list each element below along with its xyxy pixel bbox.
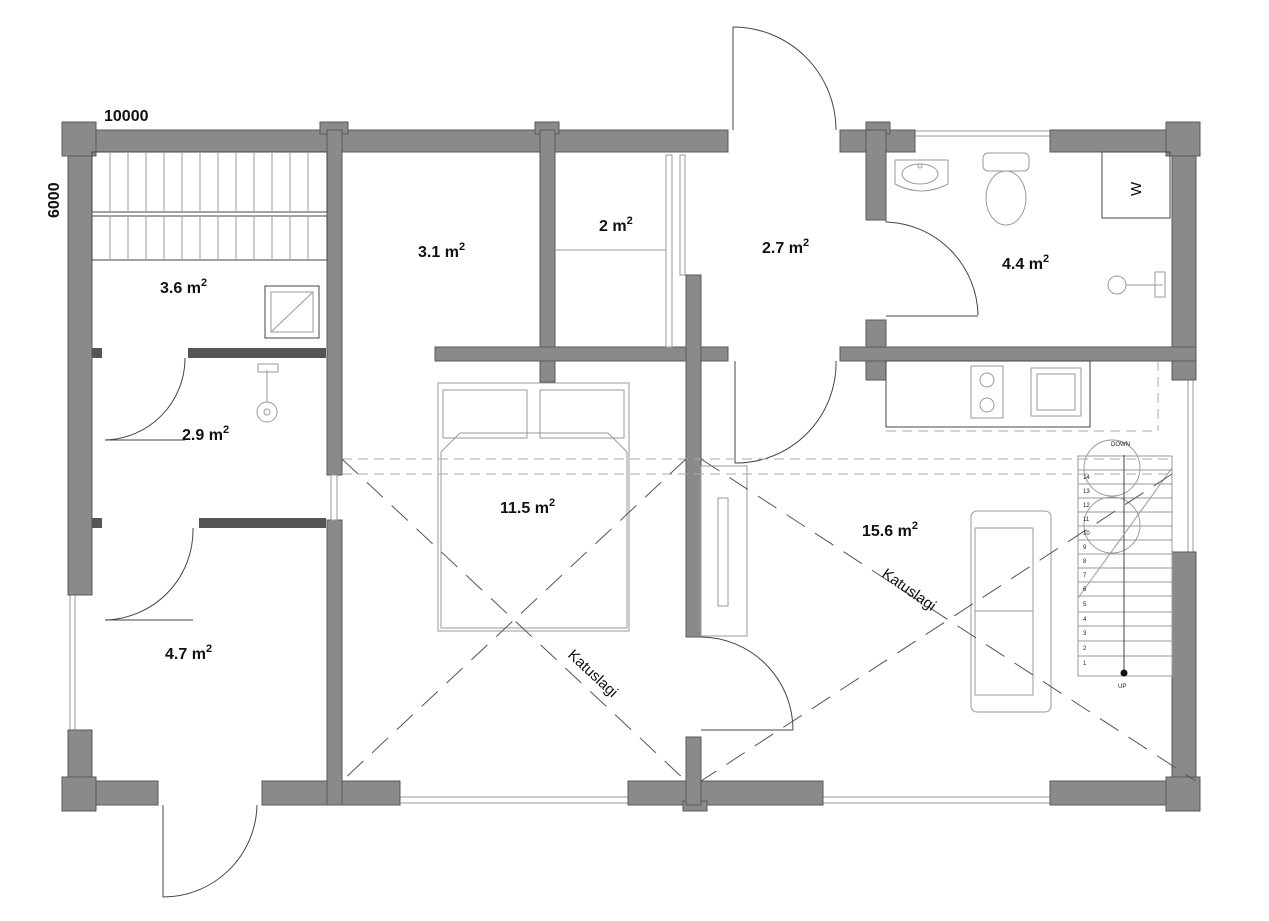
sauna-benches — [91, 151, 328, 261]
sliding-door — [330, 154, 686, 521]
stairs-down-label: DOWN — [1111, 442, 1130, 448]
stair-step-number: 10 — [1083, 531, 1090, 537]
stair-step-number: 12 — [1083, 503, 1090, 509]
width-dimension: 10000 — [104, 108, 149, 125]
stair-step-number: 5 — [1083, 602, 1087, 608]
washer-label: W — [1128, 181, 1145, 196]
room-area-closet: 3.1 m2 — [418, 241, 465, 261]
stair-step-number: 1 — [1083, 661, 1087, 667]
room-area-hall: 2.7 m2 — [762, 237, 809, 257]
room-area-sauna: 3.6 m2 — [160, 277, 207, 297]
stair-step-number: 7 — [1083, 573, 1087, 579]
stair-step-number: 9 — [1083, 545, 1087, 551]
room-area-shower: 2.9 m2 — [182, 424, 229, 444]
wardrobe — [700, 465, 748, 637]
roof-slope-label-2: Katuslagi — [879, 565, 939, 614]
room-area-storage: 2 m2 — [599, 215, 633, 235]
stair-step-number: 13 — [1083, 489, 1090, 495]
bed — [437, 382, 630, 632]
room-area-dressing: 4.7 m2 — [165, 643, 212, 663]
sofa — [970, 510, 1052, 713]
room-area-living: 15.6 m2 — [862, 520, 918, 540]
doors — [104, 26, 979, 898]
stair-step-number: 14 — [1083, 475, 1090, 481]
windows — [69, 130, 1194, 804]
stair-step-number: 4 — [1083, 617, 1087, 623]
stairs-up-label: UP — [1118, 684, 1126, 690]
outer-walls — [61, 121, 1201, 812]
roof-slope-label-1: Katuslagi — [564, 646, 621, 701]
shower-fixture — [256, 363, 279, 423]
glass-partitions — [92, 348, 326, 528]
stair-step-numbers: 1 2 3 4 5 6 7 8 9 10 11 12 13 14 — [1083, 475, 1090, 667]
room-area-bedroom: 11.5 m2 — [500, 497, 555, 517]
room-area-wc: 4.4 m2 — [1002, 253, 1049, 273]
height-dimension: 6000 — [46, 182, 63, 218]
stair-step-number: 6 — [1083, 587, 1087, 593]
interior-walls — [326, 129, 1197, 806]
stair-step-number: 3 — [1083, 631, 1087, 637]
stair-step-number: 2 — [1083, 646, 1087, 652]
roof-slope-lines — [341, 458, 1197, 782]
stairs — [1077, 439, 1173, 677]
stair-step-number: 11 — [1083, 517, 1090, 523]
wc-fixtures — [894, 151, 1171, 298]
stair-step-number: 8 — [1083, 559, 1087, 565]
kitchen — [885, 360, 1159, 432]
sauna-stove — [264, 285, 320, 339]
